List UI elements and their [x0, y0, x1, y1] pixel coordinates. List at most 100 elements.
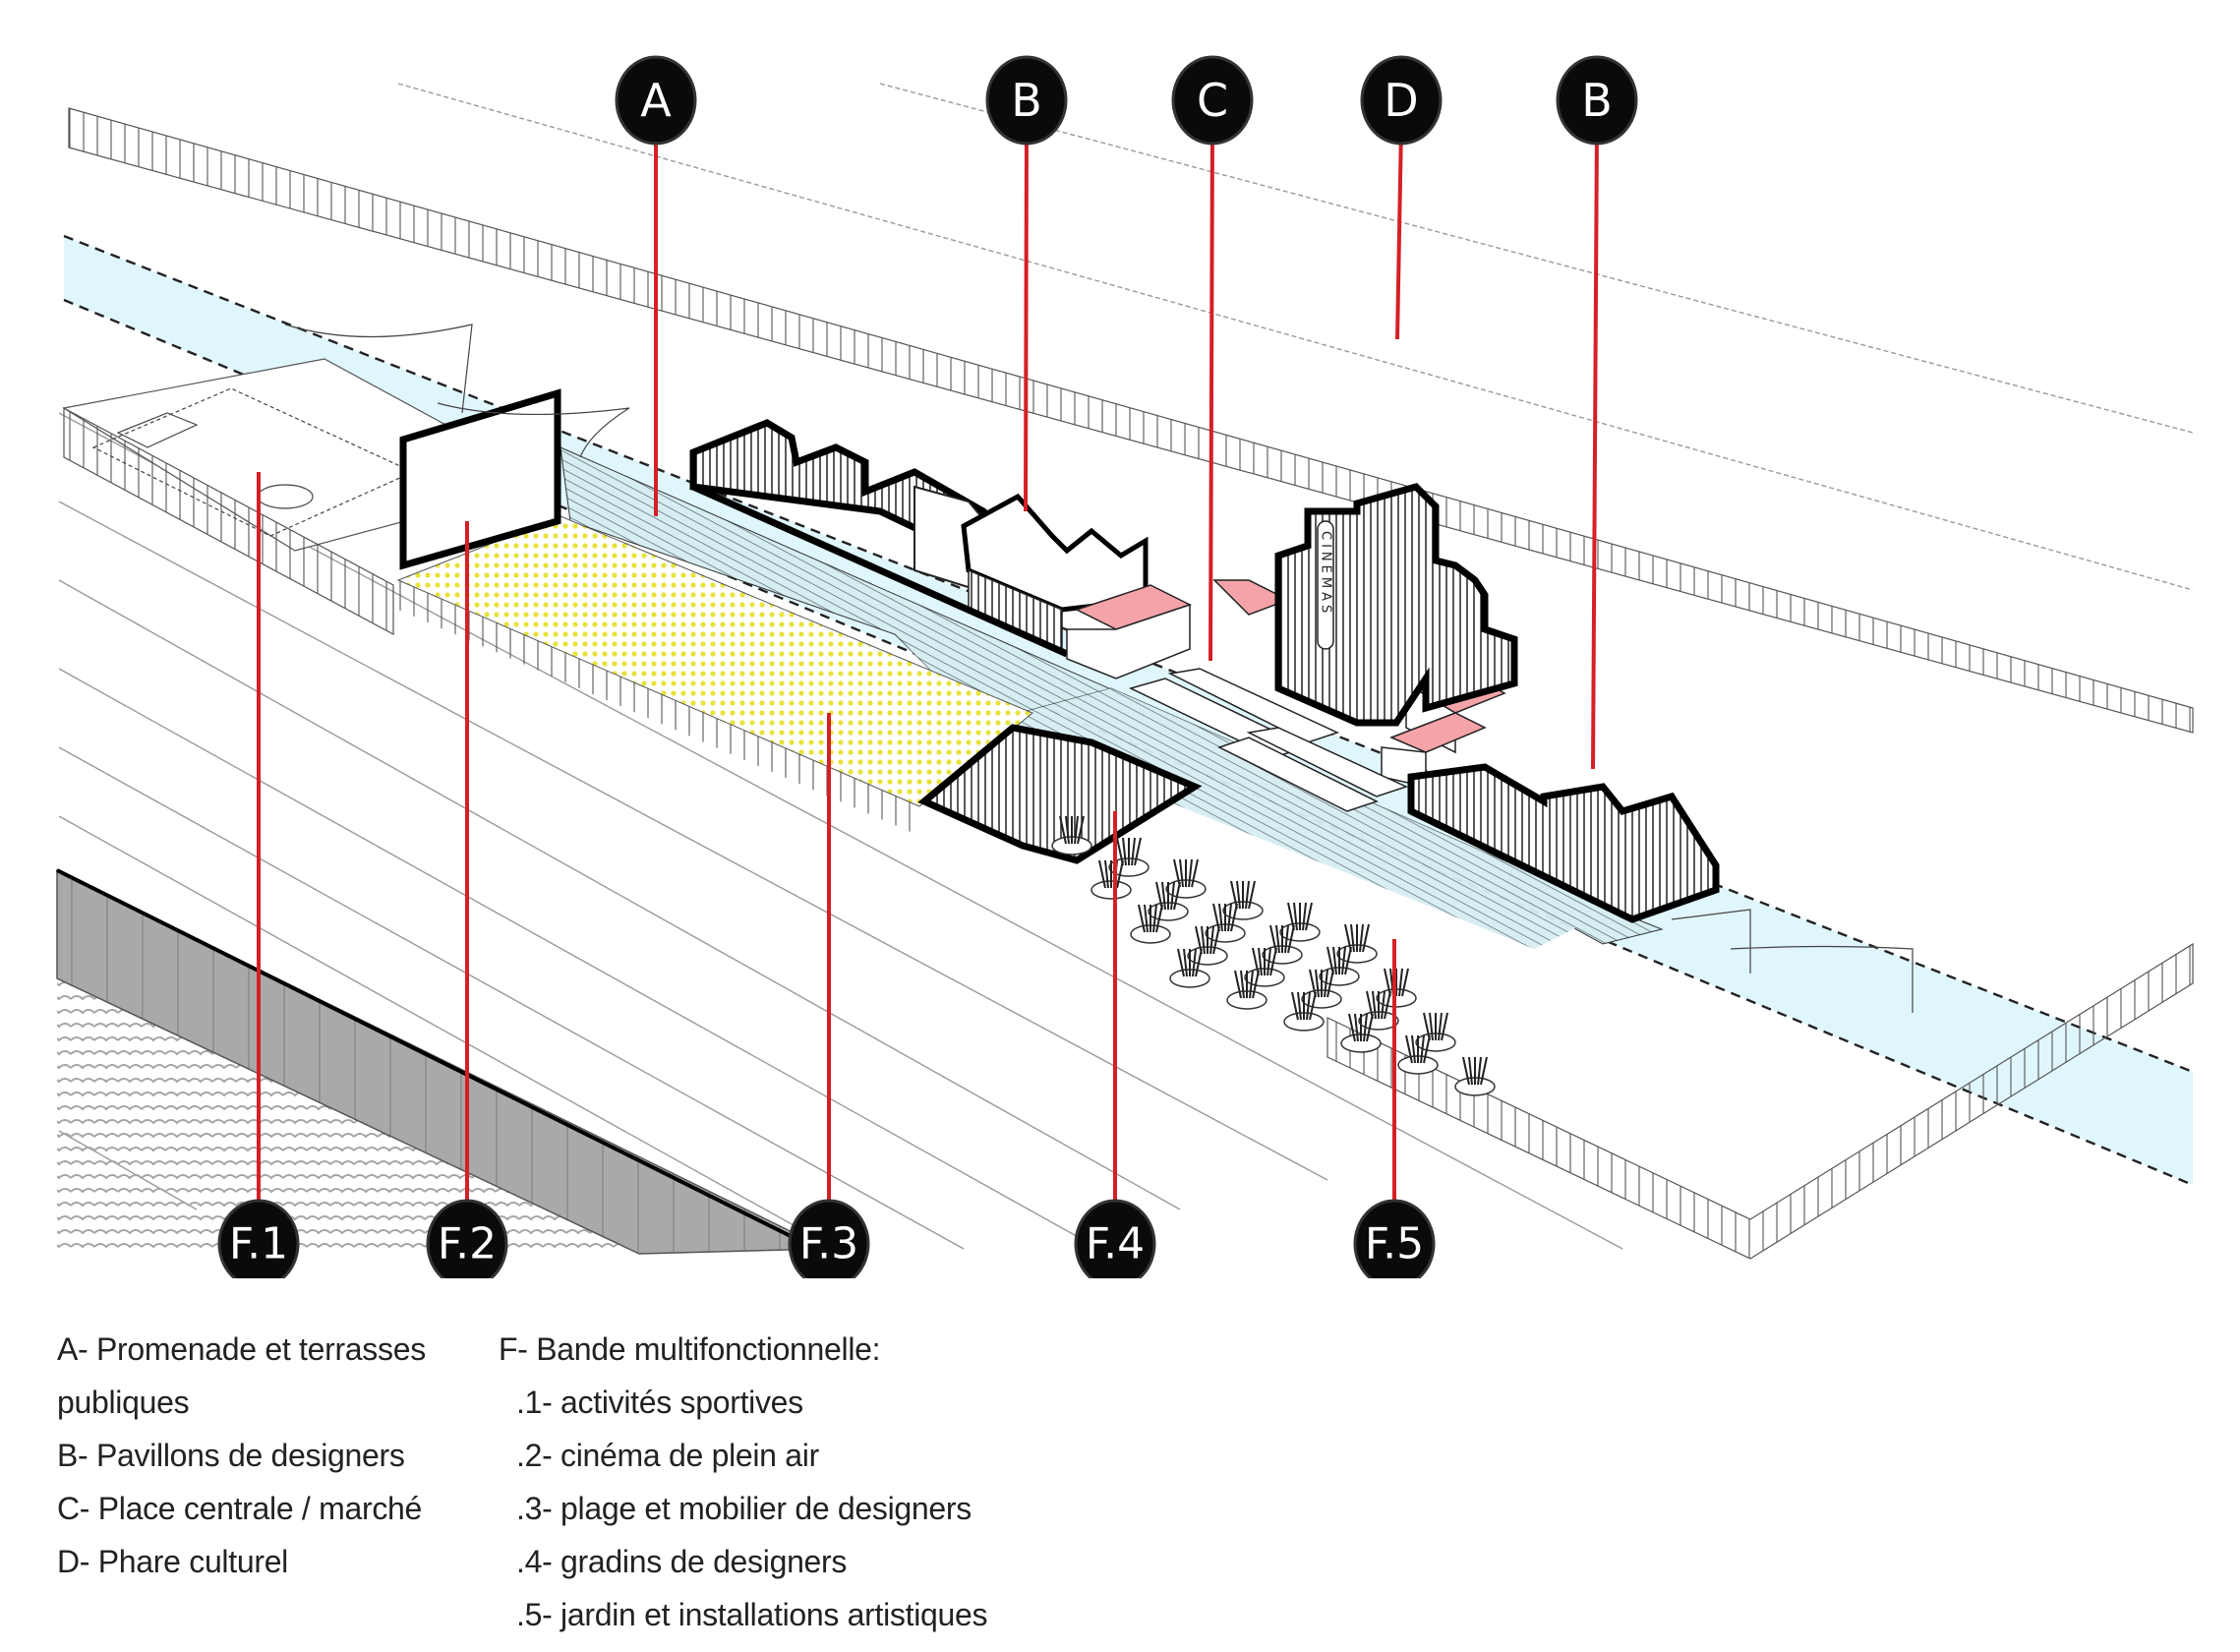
plant-stem	[1098, 859, 1106, 889]
marker-c: C	[1171, 55, 1254, 146]
plant-stem	[1438, 1012, 1443, 1041]
leader-lines	[257, 127, 1599, 1219]
plant-stem	[1366, 1013, 1374, 1042]
legend-item-f3: .3- plage et mobilier de designers	[516, 1491, 972, 1526]
plant-stem	[1236, 880, 1241, 910]
plant-stem	[1173, 881, 1181, 911]
legend-item-b: B- Pavillons de designers	[57, 1438, 405, 1473]
marker-f3: F.3	[788, 1199, 870, 1278]
plant-stem	[1354, 1013, 1359, 1042]
beach-fence	[398, 580, 919, 836]
plant-stem	[1077, 815, 1085, 845]
plant-stem	[1188, 858, 1193, 888]
plant-stem	[1252, 970, 1260, 999]
building-sign: CINEMAS	[1319, 531, 1333, 617]
plant-stem	[1144, 904, 1149, 933]
legend-item-d: D- Phare culturel	[57, 1544, 288, 1579]
axonometric-diagram: CINEMAS A B C D	[56, 55, 2194, 1278]
legend-item-a-cont: publiques	[57, 1385, 190, 1420]
legend-item-f2: .2- cinéma de plein air	[516, 1438, 819, 1473]
marker-f4: F.4	[1074, 1199, 1156, 1278]
marker-d-label: D	[1384, 74, 1418, 127]
marker-f2: F.2	[426, 1199, 508, 1278]
plant-stem	[1405, 1034, 1413, 1064]
legend-item-f: F- Bande multifonctionnelle:	[499, 1331, 881, 1367]
plant-stem	[1269, 947, 1277, 976]
plant-stem	[1209, 925, 1214, 955]
plant-stem	[1245, 880, 1250, 910]
marker-f5: F.5	[1353, 1199, 1436, 1278]
food-trucks	[1066, 579, 1506, 788]
plant-stem	[1315, 969, 1320, 998]
plant-stem	[1348, 1013, 1356, 1042]
plant-stem	[1350, 923, 1355, 953]
plant-stem	[1179, 858, 1184, 888]
plant-stem	[1201, 925, 1206, 955]
marker-c-label: C	[1197, 74, 1228, 127]
plant-stem	[1267, 947, 1271, 976]
marker-f2-label: F.2	[438, 1219, 497, 1269]
designer-pavilions-b1	[689, 419, 1149, 656]
plant-stem	[1152, 904, 1157, 933]
marker-d: D	[1360, 55, 1443, 146]
plant-stem	[1297, 991, 1302, 1021]
cinema-screen	[399, 388, 561, 570]
plant-stem	[1192, 948, 1197, 977]
promenade-lower	[895, 634, 1613, 949]
plant-stem	[1131, 837, 1136, 866]
plant-stem	[1218, 903, 1223, 932]
leader-b1	[1024, 127, 1029, 512]
plant-stem	[1074, 815, 1079, 845]
plant-stem	[1359, 923, 1364, 953]
left-fence	[63, 406, 394, 636]
plant-stem	[1161, 881, 1166, 911]
plant-stem	[1441, 1012, 1448, 1041]
legend-right: F- Bande multifonctionnelle: .1- activit…	[499, 1323, 988, 1641]
plant-stem	[1293, 902, 1298, 931]
plant-stem	[1477, 1056, 1482, 1086]
plant-stem	[1240, 970, 1245, 999]
plant-stem	[1177, 948, 1185, 977]
marker-a-label: A	[640, 74, 672, 127]
plant-stem	[1122, 837, 1127, 866]
plant-stem	[1227, 903, 1232, 932]
plant-stem	[1401, 968, 1409, 997]
plant-stem	[1258, 947, 1263, 976]
plant-stem	[1234, 970, 1242, 999]
right-fence	[1326, 942, 2194, 1260]
plant-stem	[1212, 925, 1220, 955]
designer-grandstand	[917, 724, 1203, 864]
designer-pavilions-b2	[1407, 763, 1720, 923]
leader-d	[1395, 127, 1403, 340]
leader-b2	[1591, 127, 1599, 770]
marker-a: A	[615, 55, 697, 146]
garden-planters	[1051, 815, 1496, 1096]
marker-b1: B	[985, 55, 1068, 146]
plant-stem	[1155, 904, 1163, 933]
plant-stem	[1372, 990, 1377, 1020]
marker-f4-label: F.4	[1086, 1219, 1145, 1269]
plant-stem	[1248, 880, 1256, 910]
marker-f5-label: F.5	[1365, 1219, 1424, 1269]
plant-stem	[1332, 946, 1337, 975]
legend-item-c: C- Place centrale / marché	[57, 1491, 423, 1526]
plant-stem	[1429, 1012, 1434, 1041]
plant-stem	[1287, 924, 1295, 954]
plant-stem	[1362, 923, 1370, 953]
top-fence	[68, 107, 2194, 734]
plant-stem	[1291, 991, 1299, 1021]
plant-stem	[1420, 1034, 1425, 1064]
market-stalls	[1128, 668, 1409, 812]
marker-b2: B	[1556, 55, 1638, 146]
legend-item-f1: .1- activités sportives	[516, 1385, 803, 1420]
plant-stem	[1384, 990, 1391, 1020]
legend-item-a: A- Promenade et terrasses	[57, 1331, 426, 1367]
plant-stem	[1183, 948, 1188, 977]
plant-stem	[1344, 946, 1352, 975]
marker-f1: F.1	[217, 1199, 300, 1278]
plant-stem	[1480, 1056, 1488, 1086]
marker-f1-label: F.1	[229, 1219, 288, 1269]
plant-stem	[1398, 968, 1403, 997]
plant-stem	[1468, 1056, 1473, 1086]
plant-stem	[1134, 837, 1142, 866]
